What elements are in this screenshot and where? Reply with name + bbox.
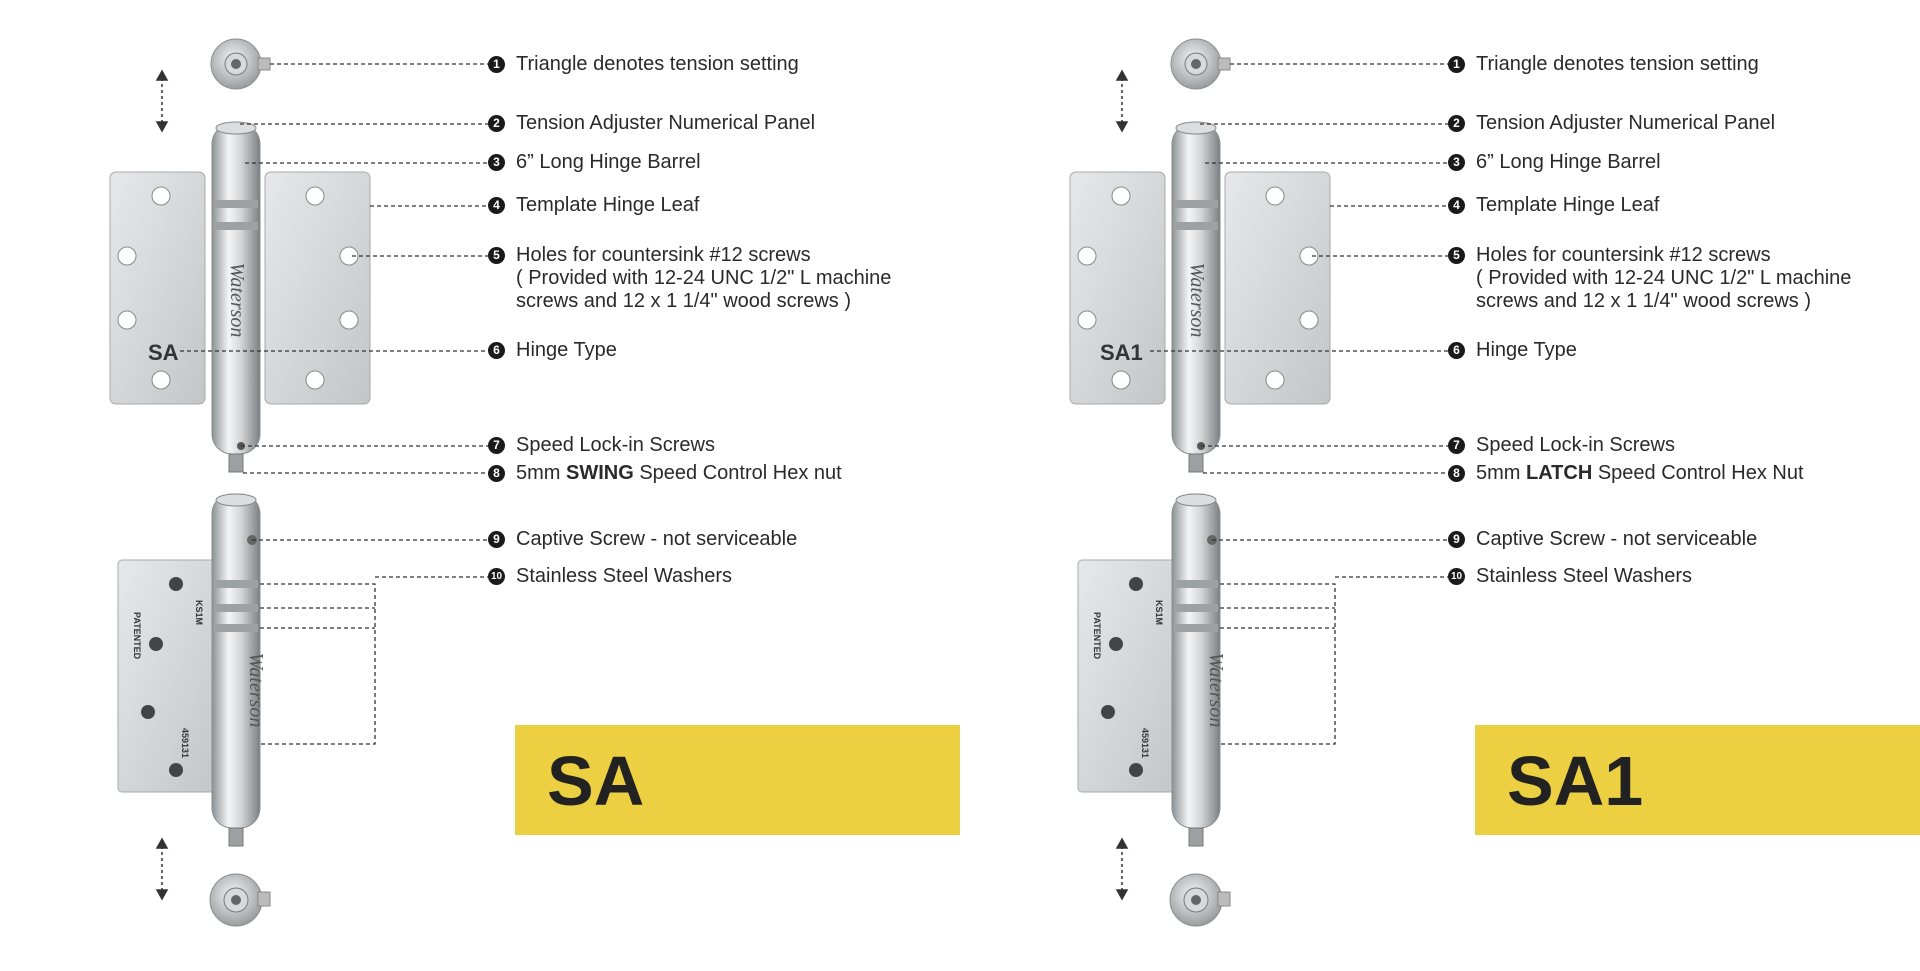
tension-knob-bottom xyxy=(1169,873,1231,927)
leader-lines-sa1 xyxy=(1150,63,1450,745)
callout-number: 3 xyxy=(1448,154,1465,171)
template-hinge-leaf-bottom xyxy=(117,559,219,793)
callout-label: Captive Screw - not serviceable xyxy=(1476,528,1758,550)
model-banner: SA xyxy=(515,725,960,835)
brand-logo-top: Waterson xyxy=(1186,263,1208,338)
callout-number: 5 xyxy=(488,247,505,264)
callout-label: Holes for countersink #12 screws xyxy=(1476,244,1771,266)
hinge-illustration-sa: Waterson Waterson PATENTED KS1M 459131 xyxy=(109,38,490,927)
leaf-stamp-2: KS1M xyxy=(194,600,204,625)
leaf-stamp-1: PATENTED xyxy=(132,612,142,660)
leaf-stamp-1: PATENTED xyxy=(1092,612,1102,660)
template-hinge-leaf-top xyxy=(109,171,371,405)
brand-logo-top: Waterson xyxy=(226,263,248,338)
callout-number: 4 xyxy=(488,197,505,214)
hinge-type-tag: SA1 xyxy=(1100,340,1143,365)
vertical-arrow-top xyxy=(155,69,169,133)
vertical-arrow-bottom xyxy=(155,837,169,901)
callout-label: Template Hinge Leaf xyxy=(516,194,700,216)
callout-number: 7 xyxy=(488,437,505,454)
hinge-illustration-sa1: Waterson Waterson PATENTED KS1M 459131 xyxy=(1069,38,1450,927)
callout-label: Tension Adjuster Numerical Panel xyxy=(516,112,816,134)
vertical-arrow-bottom xyxy=(1115,837,1129,901)
tension-knob-top xyxy=(210,38,271,90)
callout-label-line3: screws and 12 x 1 1/4" wood screws ) xyxy=(516,290,852,312)
callout-number: 1 xyxy=(1448,56,1465,73)
brand-logo-bottom: Waterson xyxy=(1205,653,1227,728)
callout-label: 6” Long Hinge Barrel xyxy=(516,151,701,173)
callout-label: Triangle denotes tension setting xyxy=(516,53,799,75)
model-banner-text: SA xyxy=(547,742,645,820)
callout-number: 1 xyxy=(488,56,505,73)
callout-label-line2: ( Provided with 12-24 UNC 1/2" L machine xyxy=(516,267,892,289)
hinge-barrel-top xyxy=(211,121,261,473)
template-hinge-leaf-bottom xyxy=(1077,559,1179,793)
callout-label: Speed Lock-in Screws xyxy=(1476,434,1675,456)
tension-knob-bottom xyxy=(209,873,271,927)
callout-label: Captive Screw - not serviceable xyxy=(516,528,798,550)
callout-label: Stainless Steel Washers xyxy=(516,565,733,587)
hinge-barrel-top xyxy=(1171,121,1221,473)
callout-number: 4 xyxy=(1448,197,1465,214)
vertical-arrow-top xyxy=(1115,69,1129,133)
callout-label: Stainless Steel Washers xyxy=(1476,565,1693,587)
leader-lines-sa xyxy=(180,63,490,745)
callout-label: Triangle denotes tension setting xyxy=(1476,53,1759,75)
callout-number: 6 xyxy=(1448,342,1465,359)
template-hinge-leaf-top xyxy=(1069,171,1331,405)
panel-sa: Waterson Waterson PATENTED KS1M 459131 xyxy=(109,38,960,927)
callout-label: 6” Long Hinge Barrel xyxy=(1476,151,1661,173)
callout-label: Tension Adjuster Numerical Panel xyxy=(1476,112,1776,134)
hinge-type-tag: SA xyxy=(148,340,179,365)
callout-number: 8 xyxy=(488,465,505,482)
callout-number: 7 xyxy=(1448,437,1465,454)
leaf-stamp-2: KS1M xyxy=(1154,600,1164,625)
callout-number: 9 xyxy=(1448,531,1465,548)
brand-logo-bottom: Waterson xyxy=(245,653,267,728)
callout-number: 6 xyxy=(488,342,505,359)
model-banner-text: SA1 xyxy=(1507,742,1644,820)
leaf-stamp-3: 459131 xyxy=(1140,728,1150,758)
callout-label: Template Hinge Leaf xyxy=(1476,194,1660,216)
tension-knob-top xyxy=(1170,38,1231,90)
callout-label-line2: ( Provided with 12-24 UNC 1/2" L machine xyxy=(1476,267,1852,289)
callout-label: 5mm LATCH Speed Control Hex Nut xyxy=(1476,462,1804,484)
callout-label: Hinge Type xyxy=(1476,339,1577,361)
hinge-barrel-bottom xyxy=(1171,493,1221,847)
panel-sa1: Waterson Waterson PATENTED KS1M 459131 xyxy=(960,0,1920,971)
callout-label-line3: screws and 12 x 1 1/4" wood screws ) xyxy=(1476,290,1812,312)
leaf-stamp-3: 459131 xyxy=(180,728,190,758)
callout-number: 2 xyxy=(1448,115,1465,132)
callout-number: 10 xyxy=(1448,568,1465,585)
callout-number: 9 xyxy=(488,531,505,548)
callout-number: 2 xyxy=(488,115,505,132)
callout-number: 5 xyxy=(1448,247,1465,264)
callout-number: 8 xyxy=(1448,465,1465,482)
hinge-barrel-bottom xyxy=(211,493,261,847)
model-banner: SA1 xyxy=(1475,725,1920,835)
callout-label: Hinge Type xyxy=(516,339,617,361)
callout-number: 10 xyxy=(488,568,505,585)
callout-label: Holes for countersink #12 screws xyxy=(516,244,811,266)
callout-label: 5mm SWING Speed Control Hex nut xyxy=(516,462,842,484)
callout-number: 3 xyxy=(488,154,505,171)
callout-label: Speed Lock-in Screws xyxy=(516,434,715,456)
